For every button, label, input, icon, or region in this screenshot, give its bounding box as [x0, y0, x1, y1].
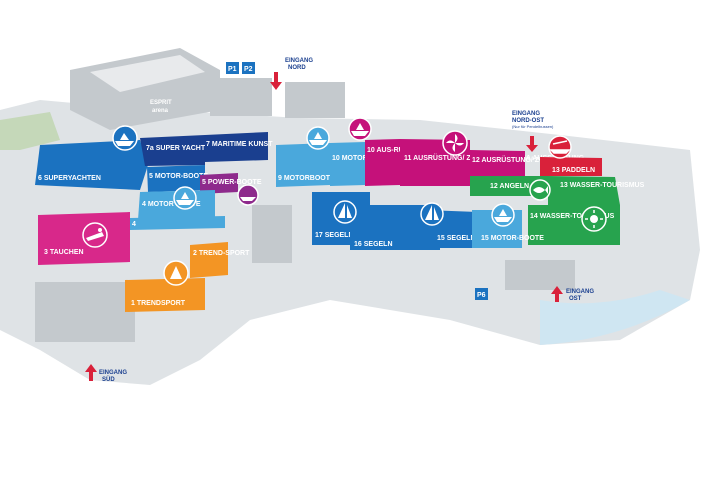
- svg-text:P2: P2: [244, 66, 253, 73]
- parking-deck-2: [285, 82, 345, 118]
- svg-text:(Nur für Pendelbussen): (Nur für Pendelbussen): [512, 124, 554, 129]
- arena-label-2: arena: [152, 108, 169, 114]
- svg-text:15 SEGELN/ CAT: 15 SEGELN/ CAT: [437, 235, 494, 242]
- svg-text:16 SEGELN: 16 SEGELN: [354, 241, 393, 248]
- entrance-ost[interactable]: EINGANG OST: [551, 286, 594, 302]
- hall-13-wassertourismus[interactable]: 13 WASSER-TOURISMUS: [548, 176, 645, 205]
- hall-10-motorboote[interactable]: 10 MOTOR-BOOTE: [330, 142, 395, 186]
- motorboat-icon: [306, 126, 330, 150]
- hall-9[interactable]: 9 MOTORBOOTE: [276, 143, 335, 187]
- svg-text:15 MOTOR-BOOTE: 15 MOTOR-BOOTE: [481, 235, 544, 242]
- sailboat-icon: [333, 200, 357, 224]
- svg-text:P1: P1: [228, 66, 237, 73]
- east-building: [505, 260, 575, 290]
- hall-16[interactable]: 16 SEGELN: [350, 205, 440, 250]
- svg-text:12 AUSRÜSTUNG/ ZUBEHÖR: 12 AUSRÜSTUNG/ ZUBEHÖR: [472, 155, 569, 164]
- hall-12-angeln[interactable]: 12 ANGELN: [470, 176, 548, 196]
- kayak-icon: [548, 135, 572, 159]
- svg-text:5 MOTOR-BOOTE: 5 MOTOR-BOOTE: [149, 173, 208, 180]
- svg-text:13 WASSER-TOURISMUS: 13 WASSER-TOURISMUS: [560, 182, 645, 189]
- svg-text:SÜD: SÜD: [102, 376, 115, 383]
- svg-text:3 TAUCHEN: 3 TAUCHEN: [44, 249, 84, 256]
- svg-text:9 MOTORBOOTE: 9 MOTORBOOTE: [278, 175, 335, 182]
- svg-text:OST: OST: [569, 296, 582, 302]
- svg-text:EINGANG: EINGANG: [285, 58, 313, 64]
- hall-12-ausruestung[interactable]: 12 AUSRÜSTUNG/ ZUBEHÖR: [470, 150, 569, 176]
- sailboat-icon: [420, 202, 444, 226]
- sun-icon: [581, 206, 607, 232]
- fish-icon: [529, 179, 551, 201]
- hall-4-annex[interactable]: 4: [130, 216, 225, 230]
- hall-5[interactable]: 5 MOTOR-BOOTE: [147, 165, 208, 192]
- svg-text:4 MOTOR BOOTE: 4 MOTOR BOOTE: [142, 201, 201, 208]
- svg-text:P6: P6: [477, 292, 486, 299]
- svg-text:5 POWER-BOOTE: 5 POWER-BOOTE: [202, 179, 262, 186]
- parking-p6: P6: [475, 288, 488, 300]
- motorboat-icon: [173, 186, 197, 210]
- motorboat-icon: [112, 125, 138, 151]
- svg-text:EINGANG: EINGANG: [566, 289, 594, 295]
- esprit-arena: ESPRIT arena: [70, 48, 220, 130]
- entrance-nord-ost[interactable]: EINGANG NORD-OST (Nur für Pendelbussen): [512, 111, 554, 152]
- svg-text:6 SUPERYACHTEN: 6 SUPERYACHTEN: [38, 175, 101, 182]
- svg-text:1 TRENDSPORT: 1 TRENDSPORT: [131, 300, 186, 307]
- svg-text:4: 4: [132, 221, 136, 228]
- svg-text:7 MARITIME KUNST: 7 MARITIME KUNST: [206, 141, 273, 148]
- motorboat-icon: [237, 184, 259, 206]
- entrance-sued[interactable]: EINGANG SÜD: [85, 364, 127, 383]
- svg-text:EINGANG: EINGANG: [99, 370, 127, 376]
- hall-7a[interactable]: 7a SUPER YACHT SHOW: [140, 135, 229, 166]
- motorboat-icon: [348, 117, 372, 141]
- parking-deck-1: [210, 78, 272, 116]
- hall-6[interactable]: 6 SUPERYACHTEN: [35, 140, 148, 190]
- hall-13-paddeln[interactable]: 13 PADDELN: [540, 157, 602, 176]
- motorboat-icon: [491, 203, 515, 227]
- svg-text:17 SEGELN: 17 SEGELN: [315, 232, 354, 239]
- hall-5-powerboote[interactable]: 5 POWER-BOOTE: [200, 173, 262, 194]
- svg-text:EINGANG: EINGANG: [512, 111, 540, 117]
- svg-text:13 PADDELN: 13 PADDELN: [552, 167, 595, 174]
- svg-text:2 TREND-SPORT: 2 TREND-SPORT: [193, 250, 250, 257]
- svg-text:14 WASSER-TOURISMUS: 14 WASSER-TOURISMUS: [530, 213, 615, 220]
- south-hall-building: [35, 282, 135, 342]
- parking-p1: P1: [226, 62, 239, 74]
- tower-building: [252, 205, 292, 263]
- trendsport-icon: [163, 260, 189, 286]
- fan-icon: [442, 130, 468, 156]
- svg-text:7a SUPER YACHT SHOW: 7a SUPER YACHT SHOW: [146, 145, 229, 152]
- arena-label-1: ESPRIT: [150, 100, 172, 106]
- svg-text:NORD-OST: NORD-OST: [512, 118, 544, 124]
- hall-1[interactable]: 1 TRENDSPORT: [125, 278, 205, 312]
- svg-text:12 ANGELN: 12 ANGELN: [490, 183, 529, 190]
- greenery: [0, 112, 60, 150]
- entrance-nord[interactable]: EINGANG NORD: [270, 58, 313, 90]
- river-strip: [540, 290, 690, 345]
- parking-p2: P2: [242, 62, 255, 74]
- hall-7[interactable]: 7 MARITIME KUNST: [205, 132, 273, 162]
- svg-text:NORD: NORD: [288, 65, 306, 71]
- hall-2[interactable]: 2 TREND-SPORT: [190, 242, 250, 278]
- diver-icon: [82, 222, 108, 248]
- svg-text:10 MOTOR-BOOTE: 10 MOTOR-BOOTE: [332, 155, 395, 162]
